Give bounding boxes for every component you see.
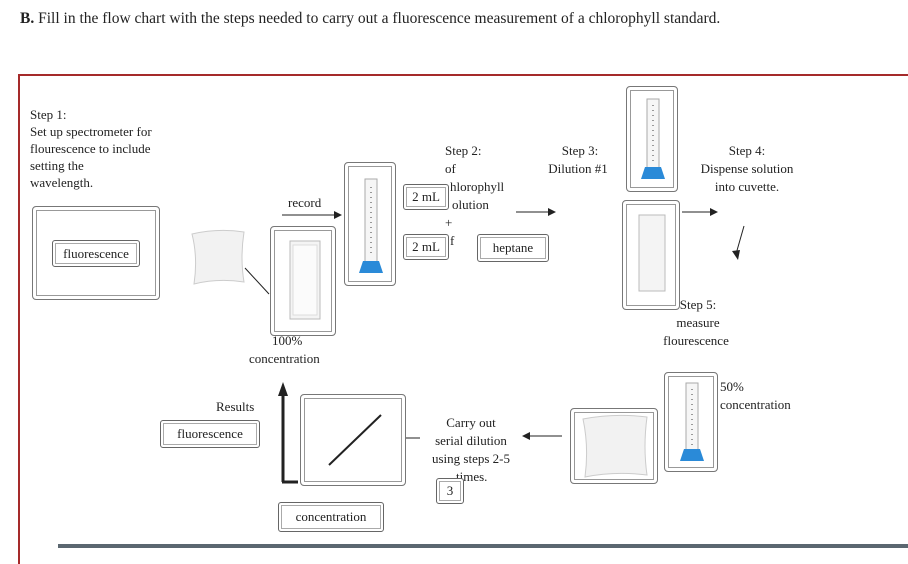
- step1-line2: flourescence to include: [30, 141, 151, 156]
- step4-line2: into cuvette.: [714, 179, 780, 194]
- fluorescence-chip-2[interactable]: fluorescence: [160, 420, 260, 448]
- step2-plus: +: [445, 215, 453, 230]
- conc100-label: concentration: [249, 351, 320, 366]
- graduated-cylinder-icon: [641, 98, 665, 179]
- step4-arrow-icon: [732, 225, 745, 260]
- graduated-cylinder-icon: [680, 382, 704, 461]
- heptane-chip[interactable]: heptane: [477, 234, 549, 262]
- serial-line3: using steps 2-5: [432, 451, 510, 466]
- step2-of-2: f: [450, 233, 455, 248]
- step2-chlorophyll: hlorophyll: [450, 179, 505, 194]
- question-text: B. Fill in the flow chart with the steps…: [20, 10, 720, 28]
- blank-paper-icon: [582, 414, 648, 478]
- flowchart-panel: [18, 74, 908, 564]
- paper-card[interactable]: [570, 408, 658, 484]
- step5-line2: flourescence: [663, 333, 729, 348]
- cuvette-card[interactable]: [270, 226, 336, 336]
- concentration-chip[interactable]: concentration: [278, 502, 384, 532]
- step3-title: Step 3:: [561, 143, 599, 158]
- cuvette-card-2[interactable]: [622, 200, 680, 310]
- serial-line2: serial dilution: [435, 433, 507, 448]
- connector-line-1: [244, 267, 270, 295]
- volume-chip-a[interactable]: 2 mL: [403, 184, 449, 210]
- serial-connector: [404, 437, 420, 439]
- step2-solution: olution: [452, 197, 489, 212]
- step4-line1: Dispense solution: [700, 161, 794, 176]
- graduated-cylinder-icon: [359, 178, 383, 273]
- blank-paper-icon[interactable]: [190, 228, 246, 286]
- record-arrow-icon: [282, 211, 342, 219]
- cylinder-card-3[interactable]: [664, 372, 718, 472]
- step1-text: Step 1: Set up spectrometer for flouresc…: [30, 106, 152, 191]
- serial-arrow-icon: [522, 432, 562, 440]
- step5-title: Step 5:: [679, 297, 717, 312]
- record-label: record: [288, 195, 322, 210]
- step2-of: of: [445, 161, 456, 176]
- cuvette-icon: [289, 240, 321, 320]
- conc50-label: concentration: [720, 397, 791, 412]
- step3-arrow-icon: [682, 208, 718, 216]
- step2-title: Step 2:: [445, 143, 482, 158]
- conc50-value: 50%: [720, 379, 744, 394]
- times-chip[interactable]: 3: [436, 478, 464, 504]
- bottom-divider: [58, 544, 908, 548]
- volume-chip-b[interactable]: 2 mL: [403, 234, 449, 260]
- graph-card[interactable]: [300, 394, 406, 486]
- step3-label: Dilution #1: [548, 161, 608, 176]
- line-graph-icon: [328, 414, 382, 466]
- step1-title: Step 1:: [30, 107, 67, 122]
- question-body: Fill in the flow chart with the steps ne…: [34, 10, 721, 27]
- conc100-value: 100%: [272, 333, 303, 348]
- cuvette-icon: [638, 214, 666, 292]
- question-label: B.: [20, 10, 35, 27]
- cylinder-card-2[interactable]: [626, 86, 678, 192]
- fluorescence-chip-1[interactable]: fluorescence: [52, 240, 140, 267]
- graph-axes: [278, 382, 298, 484]
- step4-title: Step 4:: [728, 143, 766, 158]
- step1-line1: Set up spectrometer for: [30, 124, 152, 139]
- step1-line4: wavelength.: [30, 175, 94, 190]
- step5-line1: measure: [676, 315, 720, 330]
- cylinder-card-1[interactable]: [344, 162, 396, 286]
- results-label: Results: [216, 399, 255, 414]
- step1-line3: setting the: [30, 158, 84, 173]
- step2-arrow-icon: [516, 208, 556, 216]
- serial-line1: Carry out: [446, 415, 496, 430]
